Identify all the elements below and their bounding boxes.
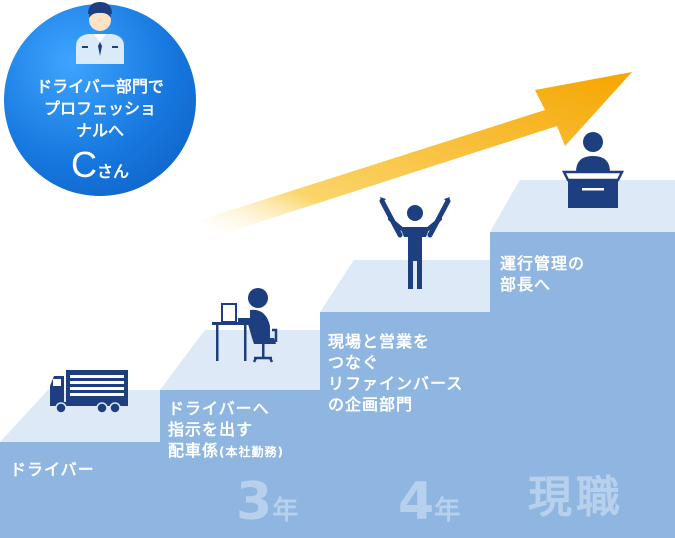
step-3-block — [320, 312, 490, 538]
step-3-label: 現場と営業を つなぐ リファインバース の企画部門 — [328, 332, 464, 414]
step-3-top — [320, 260, 490, 312]
step-3-years: 4年 — [398, 472, 461, 532]
step-4-block — [490, 232, 675, 538]
step-2-label: ドライバーへ 指示を出す 配車係(本社勤務) — [168, 399, 284, 460]
step-4-label: 運行管理の 部長へ — [500, 254, 586, 294]
profile-name: Cさん — [70, 144, 129, 185]
person-with-pens-icon — [379, 197, 451, 289]
growth-arrow — [200, 72, 632, 238]
current-position-label: 現職 — [528, 472, 624, 523]
step-1-label: ドライバー — [10, 460, 95, 479]
manager-desk-icon — [561, 132, 625, 208]
profile-badge: ドライバー部門で プロフェッショ ナルへ Cさん — [4, 2, 196, 196]
person-avatar-icon — [76, 2, 124, 64]
profile-title: ドライバー部門で プロフェッショ ナルへ — [36, 77, 164, 140]
step-2-block — [160, 390, 320, 538]
step-2-years: 3年 — [236, 472, 299, 532]
step-1-block — [0, 442, 160, 538]
truck-icon — [50, 370, 128, 414]
desk-worker-icon — [212, 288, 278, 363]
